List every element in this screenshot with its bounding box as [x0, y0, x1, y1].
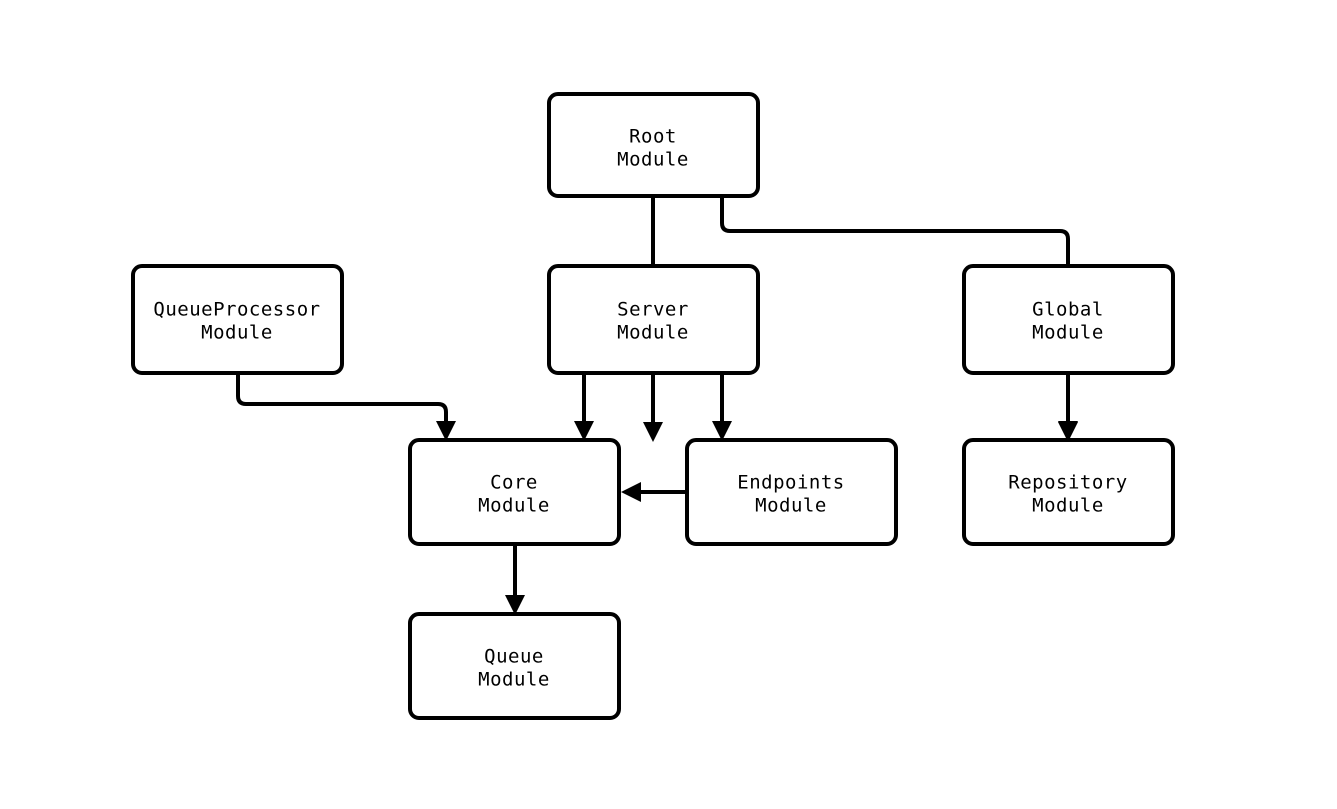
node-queue-module-label-line2: Module: [478, 669, 550, 691]
node-queue-module-label-line1: Queue: [484, 646, 544, 668]
edge-line: [720, 196, 1070, 432]
edge-core-to-queue: [505, 544, 525, 615]
edge-server-to-core: [574, 373, 594, 441]
node-root-module-label-line1: Root: [629, 126, 677, 148]
edge-endpoints-to-core: [621, 482, 687, 502]
node-repository-module[interactable]: Repository Module: [962, 438, 1175, 546]
node-server-module-box[interactable]: [547, 264, 760, 375]
node-queue-module[interactable]: Queue Module: [408, 612, 621, 720]
arrow-head-icon: [505, 595, 525, 615]
node-global-module-box[interactable]: [962, 264, 1175, 375]
node-queueprocessor-module[interactable]: QueueProcessor Module: [131, 264, 344, 375]
node-repository-module-label-line2: Module: [1032, 495, 1104, 517]
arrow-head-icon: [574, 421, 594, 441]
node-core-module-label-line2: Module: [478, 495, 550, 517]
node-repository-module-label-line1: Repository: [1008, 472, 1127, 494]
node-root-module-box[interactable]: [547, 92, 760, 198]
node-queueprocessor-module-label-line1: QueueProcessor: [153, 299, 320, 321]
node-global-module[interactable]: Global Module: [962, 264, 1175, 375]
node-endpoints-module[interactable]: Endpoints Module: [685, 438, 898, 546]
node-global-module-label-line2: Module: [1032, 322, 1104, 344]
node-endpoints-module-box[interactable]: [685, 438, 898, 546]
arrow-head-icon: [1058, 421, 1078, 441]
arrow-head-icon: [643, 422, 663, 442]
node-queueprocessor-module-box[interactable]: [131, 264, 344, 375]
edge-server-to-endpoints: [712, 373, 732, 441]
node-root-module-label-line2: Module: [617, 149, 689, 171]
node-repository-module-box[interactable]: [962, 438, 1175, 546]
edge-line: [236, 373, 448, 430]
node-server-module[interactable]: Server Module: [547, 264, 760, 375]
edge-queueprocessor-to-core: [236, 373, 456, 441]
arrow-head-icon: [712, 421, 732, 441]
edge-global-to-repository: [1058, 373, 1078, 441]
node-server-module-label-line1: Server: [617, 299, 689, 321]
node-server-module-label-line2: Module: [617, 322, 689, 344]
node-root-module[interactable]: Root Module: [547, 92, 760, 198]
node-core-module[interactable]: Core Module: [408, 438, 621, 546]
node-core-module-label-line1: Core: [490, 472, 538, 494]
arrow-head-icon: [621, 482, 641, 502]
node-endpoints-module-label-line1: Endpoints: [737, 472, 844, 494]
node-global-module-label-line1: Global: [1032, 299, 1104, 321]
arrow-head-icon: [436, 421, 456, 441]
node-core-module-box[interactable]: [408, 438, 621, 546]
node-endpoints-module-label-line2: Module: [755, 495, 827, 517]
node-queueprocessor-module-label-line2: Module: [201, 322, 273, 344]
node-queue-module-box[interactable]: [408, 612, 621, 720]
